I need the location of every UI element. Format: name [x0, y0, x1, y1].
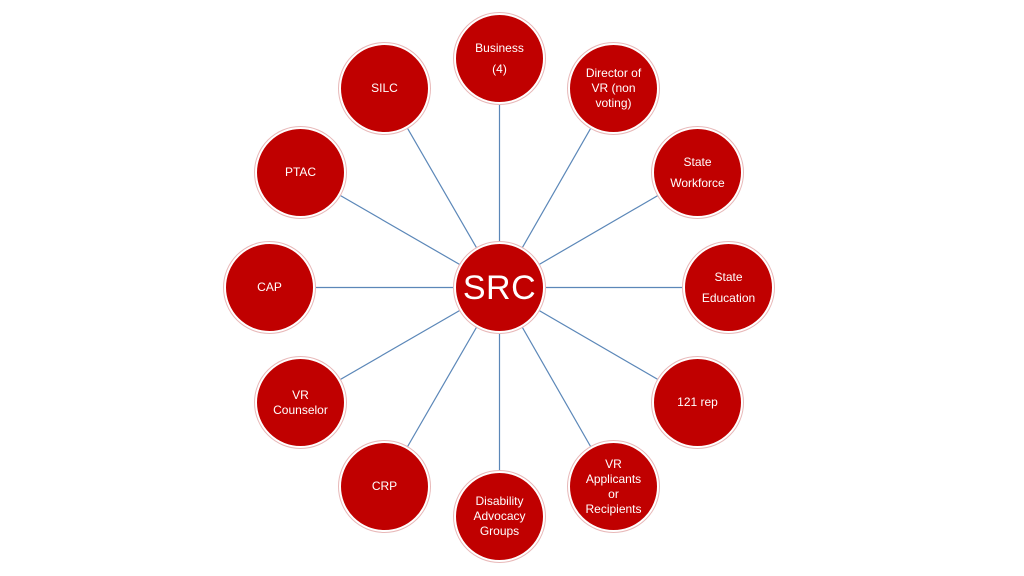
node-label-silc: SILC	[371, 81, 398, 95]
node-121-rep: 121 rep	[652, 357, 743, 448]
node-label-ptac: PTAC	[284, 165, 317, 179]
node-label-vr-applicants-or-recipients: VR Applicants or Recipients	[585, 456, 642, 516]
node-src-center: SRC	[454, 242, 545, 333]
node-vr-counselor: VR Counselor	[255, 357, 346, 448]
node-label-crp: CRP	[371, 479, 398, 493]
node-state-workforce: State Workforce	[652, 127, 743, 218]
node-label-121-rep: 121 rep	[677, 395, 718, 409]
node-label-state-workforce: State Workforce	[670, 154, 725, 190]
node-business: Business (4)	[454, 13, 545, 104]
node-label-cap: CAP	[257, 280, 282, 294]
node-cap: CAP	[224, 242, 315, 333]
node-label-business: Business (4)	[475, 40, 524, 76]
node-crp: CRP	[339, 441, 430, 532]
node-silc: SILC	[339, 43, 430, 134]
node-label-state-education: State Education	[701, 269, 756, 305]
node-vr-applicants-or-recipients: VR Applicants or Recipients	[568, 441, 659, 532]
node-label-vr-counselor: VR Counselor	[273, 387, 328, 417]
node-state-education: State Education	[683, 242, 774, 333]
node-label-src: SRC	[462, 268, 537, 307]
node-ptac: PTAC	[255, 127, 346, 218]
node-label-disability-advocacy-groups: Disability Advocacy Groups	[473, 494, 526, 538]
node-disability-advocacy-groups: Disability Advocacy Groups	[454, 471, 545, 562]
node-label-director-of-vr: Director of VR (non voting)	[585, 66, 642, 110]
node-director-of-vr: Director of VR (non voting)	[568, 43, 659, 134]
